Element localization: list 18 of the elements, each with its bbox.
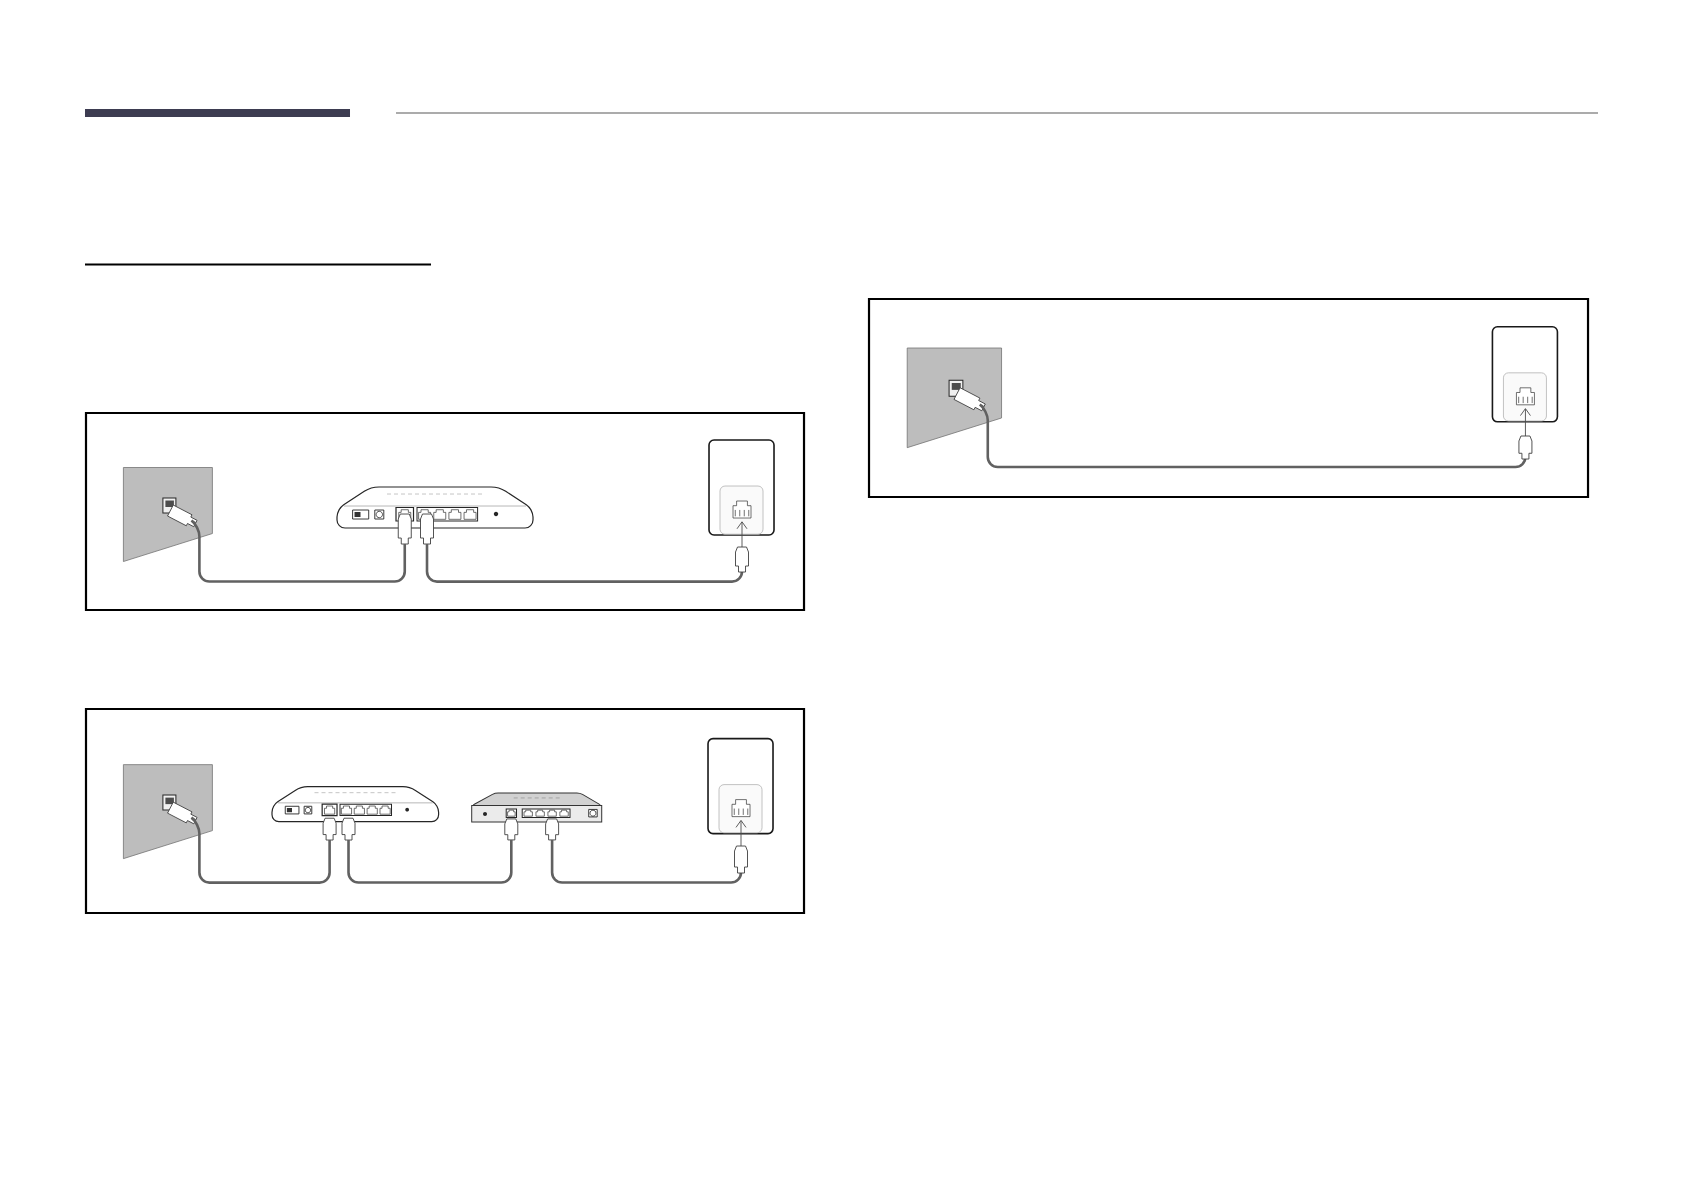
cable bbox=[190, 816, 331, 884]
lan-port-drawing bbox=[707, 737, 774, 835]
wall-jack-drawing bbox=[123, 764, 213, 860]
wall-jack-drawing bbox=[906, 347, 1002, 449]
panel-frame bbox=[84, 411, 806, 612]
router-drawing bbox=[471, 792, 603, 841]
cable bbox=[425, 521, 748, 583]
lan-port-drawing bbox=[1491, 326, 1559, 423]
cable bbox=[550, 819, 747, 884]
cable bbox=[190, 519, 407, 583]
panel-frame bbox=[867, 297, 1590, 499]
lan-port-drawing bbox=[708, 439, 775, 536]
panel-frame bbox=[84, 707, 806, 915]
modem-drawing bbox=[271, 786, 440, 841]
cable bbox=[978, 403, 1531, 469]
modem-drawing bbox=[336, 486, 534, 545]
cable bbox=[347, 839, 513, 884]
wall-jack-drawing bbox=[123, 467, 213, 562]
